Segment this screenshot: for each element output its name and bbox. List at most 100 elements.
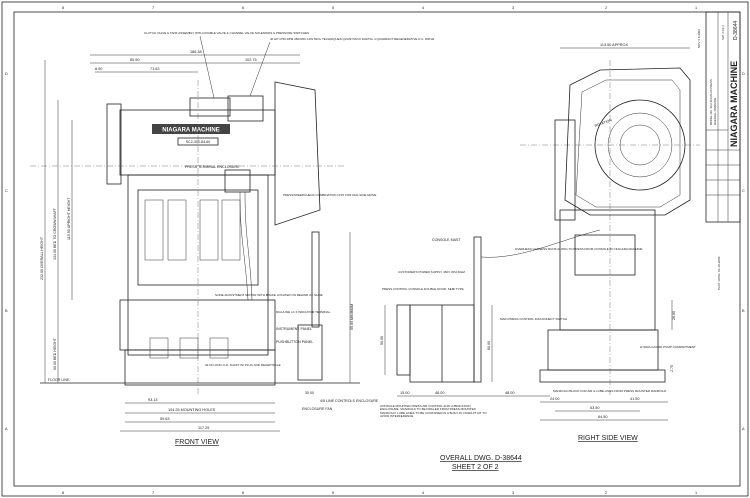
row-labels: D C B A D C B A [5, 72, 745, 431]
title-block-company: NIAGARA MACHINE [729, 61, 739, 147]
dim-base2: 59.63 [160, 417, 170, 421]
col-label: 7 [152, 6, 154, 10]
dim-mounting: 104.25 MOUNTING HOLES [168, 408, 216, 412]
callout-console-mast: CONSOLE MAST [432, 238, 461, 242]
callout-power: CUSTOMER'S POWER SUPPLY 460V 3PH 60HZ [398, 270, 465, 274]
dim-side-d2: 53.50 [590, 406, 600, 410]
callout-pump: HYDRA-GUARD PUMP COMPARTMENT [640, 345, 696, 349]
column-labels-top: 8 7 6 5 4 3 2 1 [62, 6, 697, 10]
dim-console-w2: 48.00 [435, 391, 445, 395]
callout-disconnect: MAIN PRESS CONTROL DISCONNECT SWITCH [500, 317, 567, 321]
model-plate: SC2-300-84-60 [186, 140, 211, 144]
row-label: B [5, 309, 8, 313]
callout-air-control: CONSOLE MOUNTED PRESS AIR CONTROL AND LU… [380, 405, 487, 419]
dim-bed-height: 60.00 BED HEIGHT [53, 337, 57, 370]
dim-left: 80.50 [130, 58, 140, 62]
row-label: C [742, 189, 745, 193]
callout-terminal: PRESS TERMINAL ENCLOSURE [185, 165, 240, 169]
nameplate-text: NIAGARA MACHINE [162, 128, 219, 134]
dim-overall-width: 186.38 [190, 50, 202, 54]
floor-line-label: FLOOR LINE [48, 378, 70, 382]
col-label: 5 [332, 491, 334, 495]
dim-pendant-width: 30.00 [305, 391, 314, 395]
dim-side-h2: 2.75 [670, 365, 674, 372]
col-label: 4 [422, 491, 424, 495]
callout-harness: OVERHEAD HARNESS RUNS ALONG TO PRESS FRO… [515, 247, 642, 251]
front-view-press: NIAGARA MACHINE SC2-300-84-60 [30, 80, 345, 395]
dim-side-d3: 41.50 [630, 397, 640, 401]
row-label: C [5, 189, 8, 193]
dim-console-h2: 80.00 [487, 341, 491, 350]
title-block-title: OVERALL DRAWING [713, 98, 717, 125]
title-block: NIAGARA MACHINE D-38644 MODEL NO. SC2-30… [697, 11, 741, 290]
callout-manifold: MANIFOLD BLOCK FOR AIR & LUBE LINES FROM… [553, 389, 667, 393]
dim-console-w1: 15.00 [400, 391, 410, 395]
col-label: 3 [512, 491, 514, 495]
callout-console: PRESS CONTROL CONSOLE DOUBLE DOOR, SEMI … [382, 287, 464, 291]
dim-side-top: 113.50 APPROX [600, 43, 628, 47]
col-label: 2 [605, 6, 607, 10]
column-labels-bottom: 8 7 6 5 4 3 2 1 [62, 491, 697, 495]
front-callouts: CLUTCH VALVE & TANK ASSEMBLY WITH DOUBLE… [144, 31, 434, 411]
callout-instrument: INSTRUMENT PANEL [276, 327, 312, 331]
callout-air-text: CONSOLE MOUNTED PRESS AIR CONTROL AND LU… [380, 405, 487, 419]
row-label: D [5, 72, 8, 76]
dim-side-d4: 64.50 [598, 415, 608, 419]
col-label: 1 [695, 491, 697, 495]
callout-dial: DIAL/LINE LC II INDICATOR TERMINAL [276, 310, 331, 314]
col-label: 3 [512, 6, 514, 10]
callout-drive: 40 HP 1750 RPM 460/3/60 CONTROL TECHNIQU… [270, 37, 434, 41]
front-dimensions: 186.38 80.50 102.75 71.63 8.00 232.00 OV… [40, 50, 300, 432]
col-label: 5 [332, 6, 334, 10]
col-label: 6 [242, 6, 244, 10]
row-label: A [742, 427, 745, 431]
dim-upright: 115.50 UPRIGHT HEIGHT [67, 197, 71, 240]
plot-date: PLOT DATE: 01-18-2000 [717, 256, 721, 290]
callout-clutch: CLUTCH VALVE & TANK ASSEMBLY WITH DOUBLE… [144, 31, 309, 35]
dim-inner: 71.63 [150, 67, 160, 71]
dim-height-overall: 232.00 OVERALL HEIGHT [40, 236, 44, 280]
col-label: 2 [605, 491, 607, 495]
callout-shaft: 42.00 LONG O.D. SHAFT W/ PLUG AND RECEPT… [205, 363, 281, 367]
col-label: 7 [152, 491, 154, 495]
col-label: 1 [695, 6, 697, 10]
dim-side-d1: 24.00 [550, 397, 560, 401]
dim-small: 8.00 [95, 67, 102, 71]
dim-right: 102.75 [245, 58, 257, 62]
callout-fan: ENCLOSURE FAN [302, 407, 333, 411]
col-label: 6 [242, 491, 244, 495]
title-block-model: MODEL NO. SC2-300-84-60 PRESS [709, 79, 713, 125]
col-label: 8 [62, 6, 64, 10]
dim-pendant-height: 55.00 MINIMUM [350, 304, 354, 330]
callout-controls: 4/5 LINE CONTROLS ENCLOSURE [320, 399, 379, 403]
inner-border [13, 11, 741, 487]
control-console: CONSOLE MAST CUSTOMER'S POWER SUPPLY 460… [380, 229, 601, 419]
nameplate [152, 124, 230, 134]
dim-base1: 93.13 [148, 398, 158, 402]
callout-speedcheck: PRESS/SPEEDCHECK COMBINATION UNIT FOR DI… [283, 193, 376, 197]
col-label: 4 [422, 6, 424, 10]
callout-slide-adjust: SLIDE ADJUSTMENT MOTOR WITH BRAKE LOCATE… [215, 293, 323, 297]
dim-base-total: 117.25 [198, 426, 209, 430]
terminal-enclosure [224, 169, 251, 193]
side-view-title: RIGHT SIDE VIEW [578, 435, 638, 442]
title-block-sheet: SHT 2 OF 2 [721, 25, 725, 40]
row-label: A [5, 427, 8, 431]
dim-bed-crown: 134.00 BED TO CROWNSHAFT [53, 207, 57, 260]
callout-pushbutton: PUSHBUTTON PANEL [276, 340, 313, 344]
right-side-view-press: ROTATION OVERHEAD HARNESS RUNS ALONG TO … [515, 43, 700, 421]
pendant-station: 55.00 MINIMUM 30.00 [297, 231, 354, 395]
footer-sheet: SHEET 2 OF 2 [452, 464, 499, 471]
title-block-drawing-no: D-38644 [733, 21, 739, 40]
front-view-title: FRONT VIEW [175, 439, 219, 446]
revision-stamp: NOV 6 8 2002 [697, 29, 701, 48]
row-label: D [742, 72, 745, 76]
col-label: 8 [62, 491, 64, 495]
dim-side-h1: 26.00 [672, 311, 676, 320]
row-label: B [742, 309, 745, 313]
footer-drawing-number: OVERALL DWG. D-38644 [440, 455, 522, 462]
dim-console-w3: 48.00 [505, 391, 515, 395]
rotation-label: ROTATION [594, 118, 613, 128]
